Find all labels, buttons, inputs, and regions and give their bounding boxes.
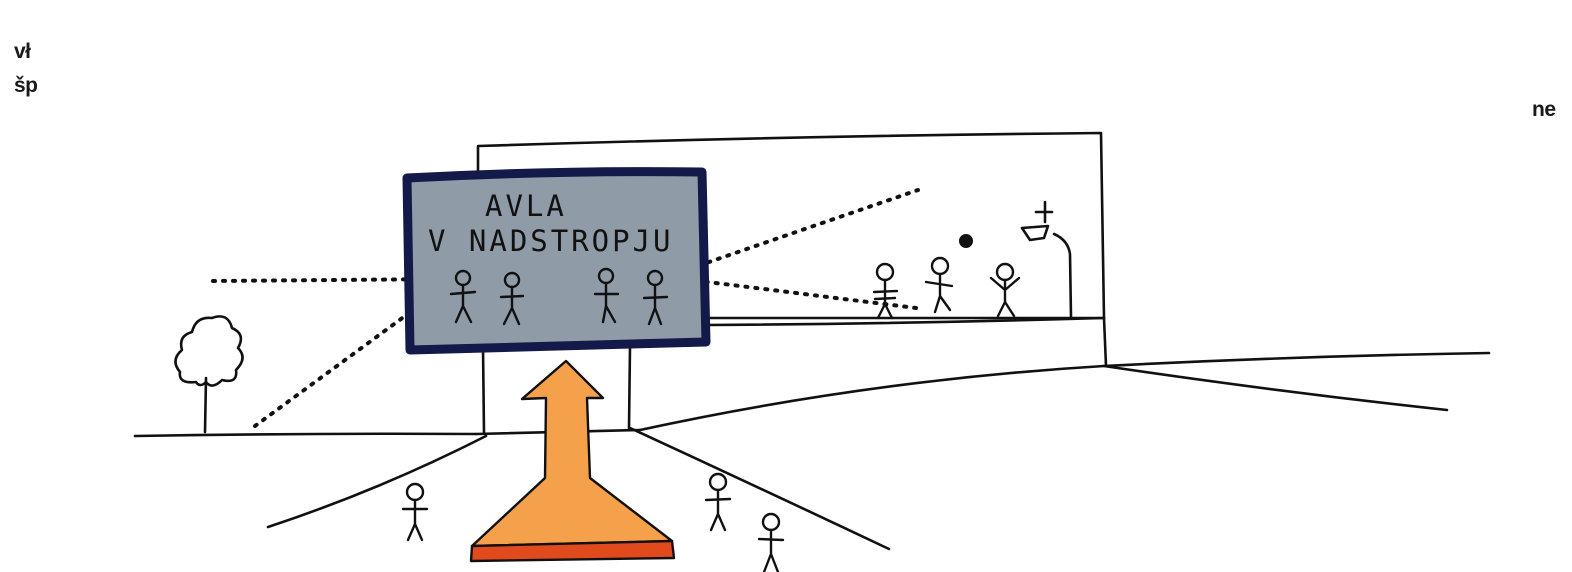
entrance-arrow-icon	[469, 359, 676, 563]
hall-label-line-2: V NADSTROPJU	[428, 224, 674, 258]
person-icon	[593, 267, 620, 324]
text-fragment-left-bottom: šp	[14, 74, 38, 97]
terrain-lines	[133, 351, 1491, 551]
person-icon	[642, 269, 669, 326]
text-fragment-right: ne	[1532, 98, 1556, 121]
basketball-hoop-icon	[1020, 200, 1073, 320]
upper-hall-box	[402, 167, 711, 355]
person-icon	[704, 472, 732, 532]
ball-icon	[959, 234, 973, 248]
person-icon	[757, 512, 785, 572]
tree-icon	[174, 315, 244, 434]
people-outside	[401, 472, 785, 572]
building-outline	[476, 131, 1108, 435]
person-icon	[924, 256, 954, 314]
person-icon	[499, 271, 525, 326]
person-icon	[401, 482, 429, 542]
people-in-hall	[449, 267, 669, 326]
text-fragment-left-top: vł	[14, 40, 31, 63]
hall-label-line-1: AVLA	[485, 189, 567, 223]
person-icon	[989, 262, 1021, 318]
people-in-gym	[872, 234, 1021, 320]
person-icon	[449, 269, 477, 324]
person-icon	[872, 262, 899, 320]
